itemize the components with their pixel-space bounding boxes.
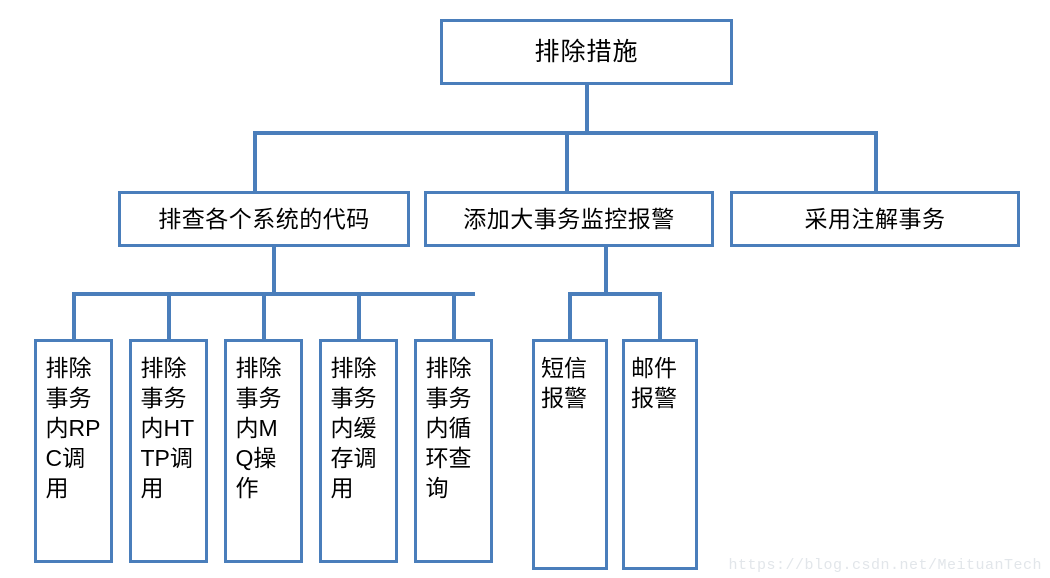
node-leaf-label: 排除事务内循环查询 [425, 355, 472, 501]
node-leaf-label: 排除事务内MQ操作 [235, 355, 282, 501]
connector-alert-bus [568, 292, 662, 296]
connector-code-leaf-drop-4 [357, 292, 361, 340]
node-leaf-label: 排除事务内缓存调用 [330, 355, 377, 501]
node-level2-annotation-transaction[interactable]: 采用注解事务 [730, 191, 1020, 247]
connector-level2-drop-2 [565, 131, 569, 191]
connector-code-leaf-drop-1 [72, 292, 76, 340]
node-level2-code-review[interactable]: 排查各个系统的代码 [118, 191, 410, 247]
connector-alert-leaf-drop-2 [658, 292, 662, 340]
node-leaf-rpc-call[interactable]: 排除事务内RPC调用 [34, 339, 113, 563]
node-leaf-cache-call[interactable]: 排除事务内缓存调用 [319, 339, 398, 563]
connector-level2-drop-1 [253, 131, 257, 191]
connector-alert-leaf-drop-1 [568, 292, 572, 340]
connector-code-leaf-drop-2 [167, 292, 171, 340]
connector-code-bus [72, 292, 475, 296]
node-level2-label: 排查各个系统的代码 [158, 205, 370, 232]
node-level2-label: 采用注解事务 [804, 205, 946, 232]
watermark-text: https://blog.csdn.net/MeituanTech [728, 557, 1042, 574]
connector-alert-drop [604, 247, 608, 294]
node-leaf-label: 排除事务内HTTP调用 [140, 355, 195, 501]
node-leaf-loop-query[interactable]: 排除事务内循环查询 [414, 339, 493, 563]
node-leaf-http-call[interactable]: 排除事务内HTTP调用 [129, 339, 208, 563]
connector-code-drop [272, 247, 276, 294]
node-level2-monitoring-alert[interactable]: 添加大事务监控报警 [424, 191, 714, 247]
node-leaf-label: 短信报警 [541, 355, 587, 411]
node-leaf-label: 排除事务内RPC调用 [45, 355, 101, 501]
connector-code-leaf-drop-5 [452, 292, 456, 340]
node-root-label: 排除措施 [534, 37, 639, 66]
connector-root-drop [585, 85, 589, 133]
node-leaf-email-alert[interactable]: 邮件报警 [622, 339, 698, 570]
connector-code-leaf-drop-3 [262, 292, 266, 340]
node-leaf-sms-alert[interactable]: 短信报警 [532, 339, 608, 570]
node-leaf-label: 邮件报警 [631, 355, 677, 411]
node-leaf-mq-operation[interactable]: 排除事务内MQ操作 [224, 339, 303, 563]
connector-level2-drop-3 [874, 131, 878, 191]
node-level2-label: 添加大事务监控报警 [463, 205, 675, 232]
node-root[interactable]: 排除措施 [440, 19, 733, 85]
